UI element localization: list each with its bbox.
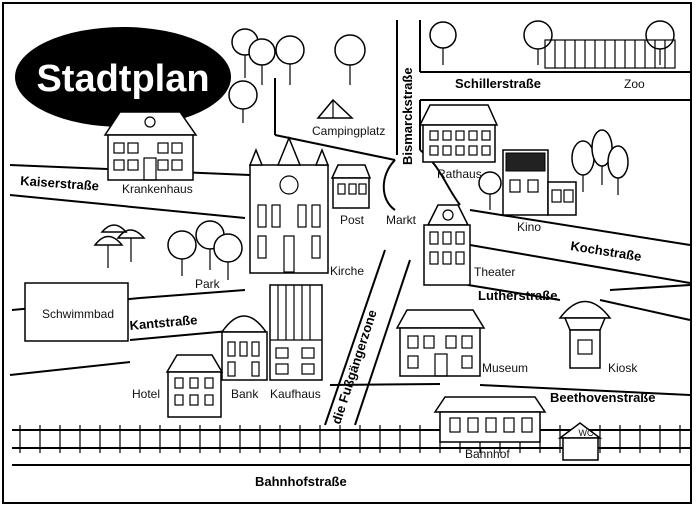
- label-krankenhaus: Krankenhaus: [122, 182, 193, 196]
- label-hotel: Hotel: [132, 387, 160, 401]
- label-campingplatz: Campingplatz: [312, 124, 385, 138]
- street-koch: Kochstraße: [570, 238, 643, 264]
- label-rathaus: Rathaus: [437, 167, 482, 181]
- schwimmbad-building[interactable]: [24, 282, 129, 342]
- label-markt: Markt: [386, 213, 417, 227]
- label-kiosk: Kiosk: [608, 361, 638, 375]
- label-museum: Museum: [482, 361, 528, 375]
- hotel-building[interactable]: [165, 354, 224, 418]
- wc-label: WC: [579, 428, 594, 438]
- street-beethoven: Beethovenstraße: [550, 390, 655, 405]
- kiosk-building[interactable]: [558, 300, 612, 369]
- label-zoo: Zoo: [624, 77, 645, 91]
- title-badge: Stadtplan: [15, 27, 231, 127]
- map-frame: [2, 2, 692, 504]
- label-bahnhof: Bahnhof: [465, 447, 510, 461]
- label-park: Park: [195, 277, 221, 291]
- label-post: Post: [340, 213, 365, 227]
- street-kant: Kantstraße: [129, 312, 198, 333]
- label-bank: Bank: [231, 387, 259, 401]
- street-luther: Lutherstraße: [478, 288, 557, 303]
- bank-building[interactable]: [220, 315, 268, 381]
- bahnhof-building[interactable]: [433, 396, 547, 443]
- theater-building[interactable]: [423, 204, 471, 286]
- rathaus-building[interactable]: [418, 104, 499, 163]
- park-umbrellas: [93, 224, 146, 268]
- street-kaiser: Kaiserstraße: [20, 173, 100, 193]
- street-bahnhof: Bahnhofstraße: [255, 474, 347, 489]
- campingplatz-tent-icon: [316, 98, 354, 119]
- wc-building[interactable]: WC: [557, 422, 603, 461]
- label-schwimmbad: Schwimmbad: [42, 307, 114, 321]
- map-title: Stadtplan: [36, 58, 209, 100]
- museum-building[interactable]: [395, 309, 486, 377]
- label-theater: Theater: [474, 265, 515, 279]
- post-building[interactable]: [330, 164, 372, 209]
- label-kirche: Kirche: [330, 264, 364, 278]
- street-schiller: Schillerstraße: [455, 76, 541, 91]
- kino-building[interactable]: [502, 149, 577, 216]
- zoo-fence[interactable]: [544, 39, 676, 69]
- label-kino: Kino: [517, 220, 541, 234]
- trees: [167, 20, 675, 280]
- place-labels: Krankenhaus Campingplatz Zoo Rathaus Pos…: [42, 77, 645, 461]
- kaufhaus-building[interactable]: [269, 284, 323, 381]
- krankenhaus-building[interactable]: [103, 111, 198, 181]
- label-kaufhaus: Kaufhaus: [270, 387, 321, 401]
- kirche-building[interactable]: [248, 136, 330, 274]
- street-fussgaengerzone: die Fußgängerzone: [329, 308, 380, 426]
- street-bismarck: Bismarckstraße: [400, 67, 415, 165]
